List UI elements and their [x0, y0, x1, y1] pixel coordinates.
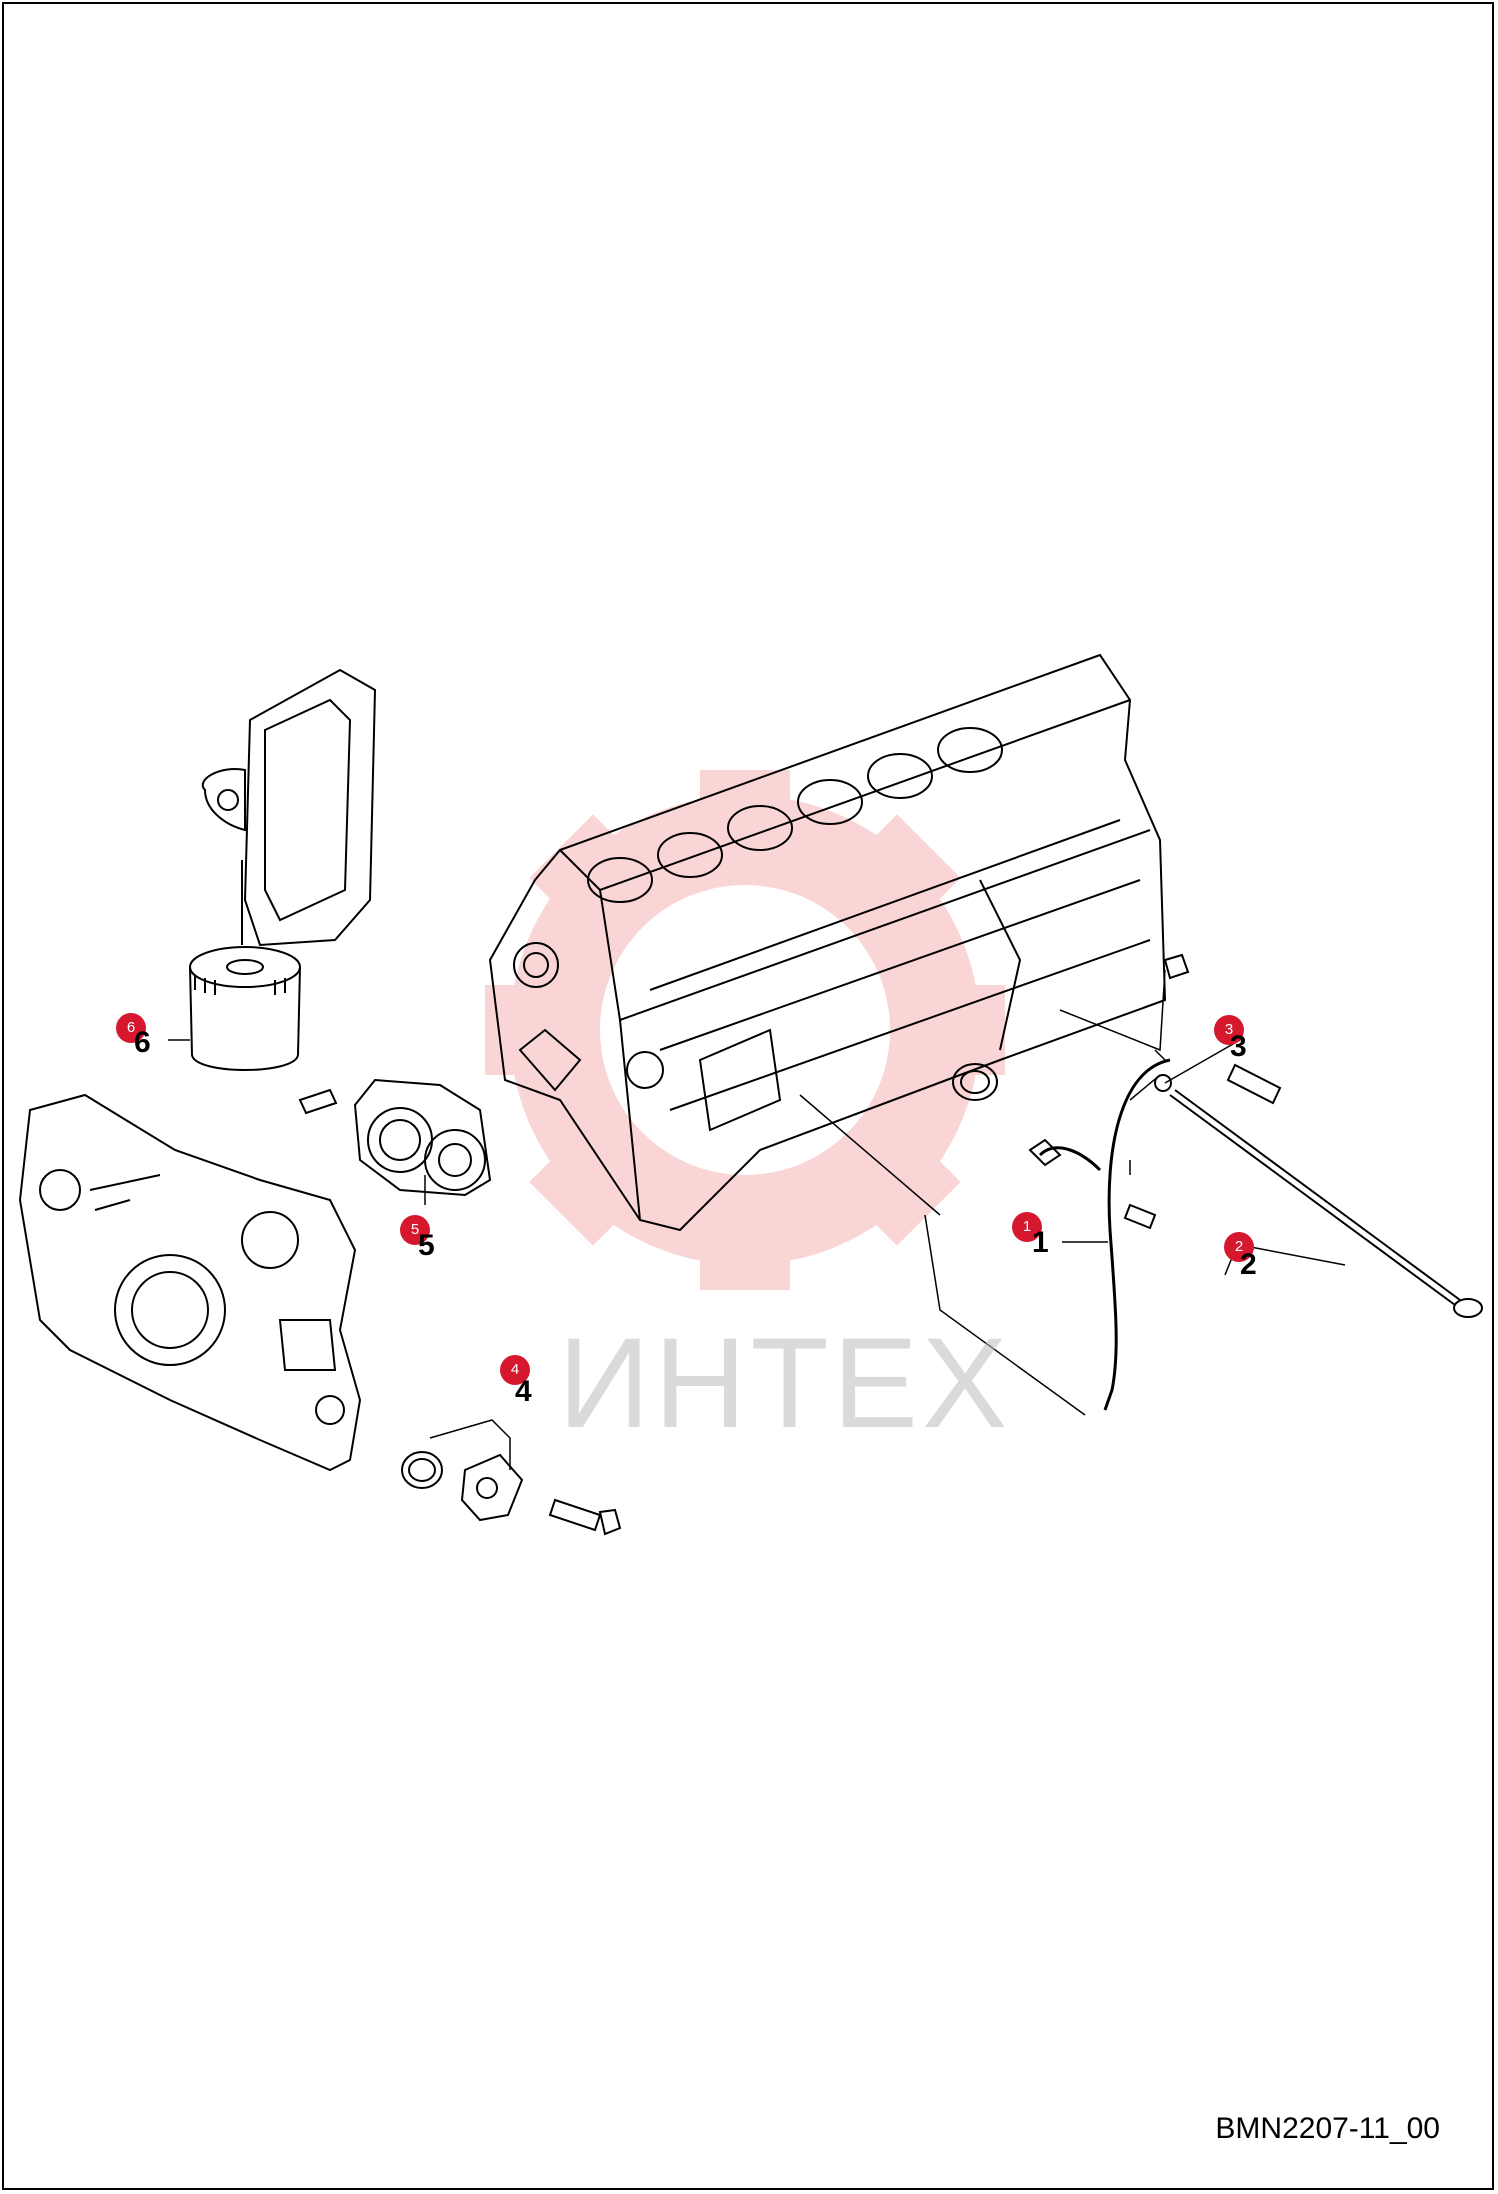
callout-badge-3: 3 [1214, 1015, 1244, 1045]
engine-block [488, 653, 1167, 1232]
gear-tooth [700, 1220, 790, 1290]
callout-badge-5: 5 [400, 1215, 430, 1245]
callout-number-1: 1 [1032, 1226, 1049, 1259]
callout-badge-6: 6 [116, 1013, 146, 1043]
watermark-text: ИНТЕХ [558, 1312, 1012, 1455]
dipstick [1169, 1063, 1483, 1318]
callout-number-2: 2 [1240, 1248, 1257, 1281]
gear-tooth [847, 814, 961, 928]
gear-tooth [700, 770, 790, 840]
watermark-gear-icon [485, 770, 1005, 1290]
gear-tooth [847, 1132, 961, 1246]
bolt [548, 1498, 622, 1536]
callout-badge-4: 4 [500, 1355, 530, 1385]
plug [1163, 953, 1190, 980]
gear-tooth [935, 985, 1005, 1075]
callout-number-5: 5 [418, 1229, 435, 1262]
drawing-code: BMN2207-11_00 [1215, 2112, 1440, 2145]
oil-filter [189, 946, 301, 1071]
front-timing-cover [18, 1093, 362, 1472]
leader-lines [168, 969, 1346, 1470]
water-pump-fitting [460, 1453, 524, 1522]
callout-badge-1: 1 [1012, 1212, 1042, 1242]
dipstick-tube [1028, 1058, 1171, 1411]
core-plug [960, 1070, 990, 1094]
callout-number-4: 4 [515, 1375, 532, 1408]
callout-number-6: 6 [134, 1026, 151, 1059]
gear-tooth [529, 814, 643, 928]
oil-pump [298, 1078, 492, 1197]
callout-number-3: 3 [1230, 1030, 1247, 1063]
small-bolt [1123, 1203, 1157, 1230]
filter-head [201, 668, 377, 947]
o-ring [1154, 1074, 1172, 1092]
gear-tooth [529, 1132, 643, 1246]
callout-badge-2: 2 [1224, 1232, 1254, 1262]
seal-ring [401, 1451, 443, 1489]
